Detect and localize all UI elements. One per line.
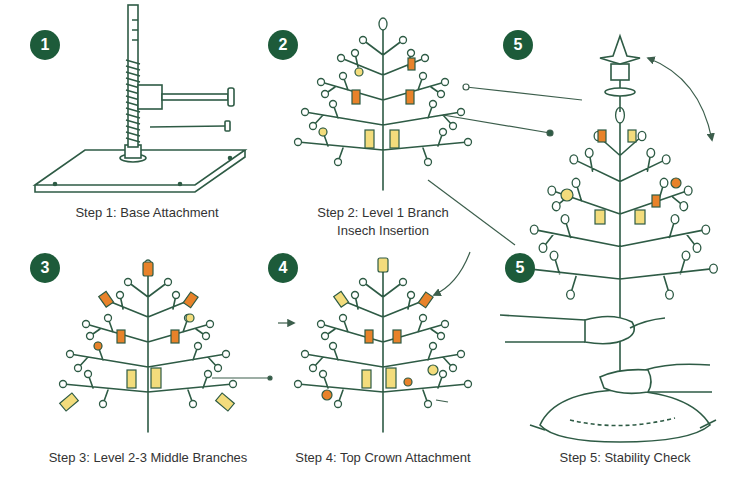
arm bbox=[645, 364, 712, 392]
ornament bbox=[94, 342, 102, 350]
ornament bbox=[60, 393, 79, 411]
step-number-circle: 3 bbox=[30, 253, 60, 283]
step-number-circle: 2 bbox=[268, 30, 298, 60]
ornament bbox=[334, 291, 349, 307]
ornament bbox=[216, 393, 235, 411]
step-caption: Step 2: Level 1 Branch Insech Insertion bbox=[303, 204, 463, 240]
rod bbox=[128, 5, 138, 147]
rotate-arrow bbox=[648, 58, 712, 140]
plate-hole bbox=[179, 183, 182, 186]
hand-upper bbox=[585, 316, 634, 343]
callout-number: 2 bbox=[279, 36, 288, 54]
callout-number: 4 bbox=[279, 259, 288, 277]
hand-lower bbox=[600, 370, 651, 394]
wood-screw bbox=[150, 126, 225, 127]
ornament bbox=[99, 291, 114, 307]
flow-arrow bbox=[278, 322, 294, 323]
tree-full bbox=[523, 107, 718, 331]
clamp-screw bbox=[162, 94, 228, 100]
ornament bbox=[404, 378, 412, 386]
callout-number: 5 bbox=[514, 36, 523, 54]
leader-line bbox=[466, 87, 582, 100]
step-caption: Step 1: Base Attachment bbox=[47, 204, 247, 222]
fingers bbox=[630, 318, 665, 328]
step-number-circle: 1 bbox=[30, 30, 60, 60]
finial-disc bbox=[605, 88, 635, 96]
ornament bbox=[365, 330, 373, 343]
ornament bbox=[127, 370, 136, 388]
leader-end bbox=[463, 84, 469, 90]
plate-hole bbox=[54, 183, 57, 186]
finial-star bbox=[600, 36, 640, 64]
sandbag-corner bbox=[530, 420, 716, 430]
leader-end bbox=[268, 376, 272, 380]
step-number-circle: 5 bbox=[503, 30, 533, 60]
ornaments-step-2 bbox=[319, 58, 415, 148]
ornament bbox=[390, 130, 399, 148]
wood-screw-head bbox=[225, 121, 230, 131]
step-caption: Step 3: Level 2-3 Middle Branches bbox=[38, 449, 258, 467]
ornament bbox=[428, 365, 438, 375]
ornament bbox=[418, 292, 433, 308]
ornament bbox=[365, 130, 374, 148]
ornament bbox=[362, 370, 371, 388]
plate-hole bbox=[229, 157, 232, 160]
ornament bbox=[635, 210, 645, 224]
ornament bbox=[352, 90, 360, 104]
step-number-circle: 4 bbox=[268, 253, 298, 283]
hands-and-sandbag bbox=[500, 315, 716, 442]
leader-line bbox=[212, 377, 268, 378]
clamp-screw-head bbox=[228, 88, 234, 106]
ornament bbox=[408, 58, 415, 70]
callout-number: 5 bbox=[516, 259, 525, 277]
flow-arrow bbox=[434, 252, 470, 295]
callout-number: 3 bbox=[41, 259, 50, 277]
leader-line bbox=[436, 400, 448, 402]
step-caption: Step 4: Top Crown Attachment bbox=[283, 449, 483, 467]
leader-end bbox=[547, 130, 553, 136]
rod-marks bbox=[132, 20, 138, 40]
clamp-bracket bbox=[138, 85, 162, 109]
ornament bbox=[378, 258, 388, 272]
sandbag bbox=[540, 390, 710, 442]
tree-top-finial bbox=[600, 36, 640, 422]
ornament bbox=[355, 68, 363, 76]
tree-top-crown bbox=[295, 260, 472, 432]
ornament bbox=[183, 292, 198, 308]
ornament bbox=[598, 130, 606, 142]
ornaments-step-4 bbox=[322, 258, 438, 400]
finial-lantern bbox=[611, 64, 629, 80]
ornament bbox=[628, 130, 636, 142]
ornament bbox=[151, 368, 161, 388]
ornament bbox=[117, 330, 125, 343]
callout-number: 1 bbox=[41, 36, 50, 54]
ornament bbox=[386, 368, 396, 388]
ornament bbox=[171, 330, 179, 343]
base-assembly bbox=[35, 5, 245, 192]
arm bbox=[500, 315, 585, 342]
tree-level-2-3 bbox=[60, 260, 237, 432]
tree-level-1 bbox=[295, 18, 472, 190]
ornament bbox=[406, 90, 414, 104]
ornament bbox=[595, 210, 605, 224]
ornament bbox=[322, 390, 332, 400]
leader-lines bbox=[212, 58, 712, 402]
ornaments-step-3 bbox=[60, 262, 235, 411]
ornament bbox=[186, 314, 194, 322]
sandbag-seam bbox=[570, 418, 675, 426]
step-caption: Step 5: Stability Check bbox=[525, 449, 725, 467]
ornament bbox=[393, 330, 401, 343]
ornaments-step-5 bbox=[561, 130, 681, 224]
ornament bbox=[671, 178, 681, 188]
ornament bbox=[143, 262, 153, 276]
ornament bbox=[319, 128, 327, 136]
step-number-circle: 5 bbox=[505, 253, 535, 283]
leader-line bbox=[443, 115, 550, 133]
ornament bbox=[561, 189, 573, 201]
ornament bbox=[652, 195, 660, 207]
